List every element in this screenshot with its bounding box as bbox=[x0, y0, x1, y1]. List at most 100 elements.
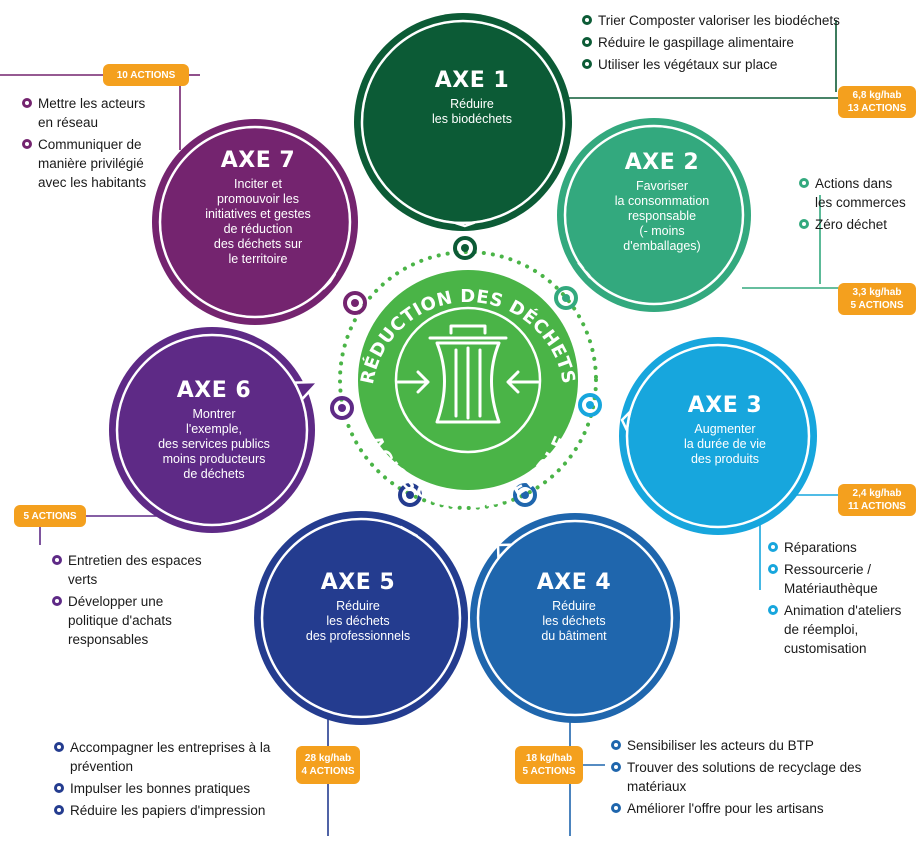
axe7-ring-dot bbox=[351, 299, 359, 307]
action-text: Développer une politique d'achats respon… bbox=[68, 594, 172, 647]
axe5-subtitle-line: Réduire bbox=[336, 599, 380, 613]
action-text: Mettre les acteurs en réseau bbox=[38, 96, 146, 130]
axe3-action-list: Réparations Ressourcerie / Matériauthèqu… bbox=[768, 538, 913, 661]
axe4-subtitle-line: les déchets bbox=[542, 614, 606, 628]
action-text: Réduire les papiers d'impression bbox=[70, 803, 266, 818]
svg-text:AGISSONS ENSEMBLE: AGISSONS ENSEMBLE bbox=[364, 433, 572, 513]
bullet-icon bbox=[52, 596, 62, 606]
axe3-subtitle-line: la durée de vie bbox=[683, 437, 766, 451]
axe2-inner-fill bbox=[566, 127, 742, 303]
trash-bin-compress-icon bbox=[396, 324, 540, 424]
bullet-icon bbox=[582, 37, 592, 47]
list-item: Zéro déchet bbox=[799, 215, 911, 234]
axe5-action-list: Accompagner les entreprises à la prévent… bbox=[54, 738, 316, 823]
bullet-icon bbox=[52, 555, 62, 565]
axe5-subtitle-line: des professionnels bbox=[305, 629, 411, 643]
badge-weight: 2,4 kg/hab bbox=[852, 488, 902, 499]
bullet-icon bbox=[611, 740, 621, 750]
action-text: Améliorer l'offre pour les artisans bbox=[627, 801, 824, 816]
axe1-bubble bbox=[354, 13, 572, 231]
axe6-ring-outer bbox=[330, 396, 354, 420]
list-item: Entretien des espaces verts bbox=[52, 551, 217, 589]
bullet-icon bbox=[582, 15, 592, 25]
badge-weight: 28 kg/hab bbox=[304, 753, 352, 764]
axe3-inner-fill bbox=[628, 346, 808, 526]
axe2-subtitle-line: Favoriser bbox=[635, 179, 689, 193]
axe6-bubble bbox=[109, 327, 320, 533]
axe7-ring bbox=[343, 291, 367, 315]
bullet-icon bbox=[22, 98, 32, 108]
axe6-badge: 5 ACTIONS bbox=[14, 505, 86, 527]
badge-count: 5 ACTIONS bbox=[23, 510, 77, 522]
axe4-ring-dot bbox=[521, 491, 529, 499]
axe7-badge: 10 ACTIONS bbox=[103, 64, 189, 86]
axe2-subtitle-line: la consommation bbox=[614, 194, 710, 208]
axe7-ring-outer bbox=[343, 291, 367, 315]
action-text: Entretien des espaces verts bbox=[68, 553, 202, 587]
axe3-bubble bbox=[619, 337, 817, 535]
axe2-subtitle-line: responsable bbox=[627, 209, 697, 223]
action-text: Accompagner les entreprises à la prévent… bbox=[70, 740, 271, 774]
badge-weight: 3,3 kg/hab bbox=[852, 287, 902, 298]
list-item: Réduire les papiers d'impression bbox=[54, 801, 316, 820]
axe4-ring bbox=[513, 483, 537, 507]
axe5-title: AXE 5 bbox=[320, 570, 396, 595]
axe7-inner-ring bbox=[158, 125, 352, 319]
axe4-ring-outer bbox=[513, 483, 537, 507]
axe4-speech-tail bbox=[496, 543, 513, 560]
axe4-inner-ring bbox=[476, 519, 674, 717]
list-item: Trouver des solutions de recyclage des m… bbox=[611, 758, 911, 796]
axe4-inner-fill bbox=[479, 522, 671, 714]
axe1-inner-fill bbox=[363, 22, 563, 222]
axe6-subtitle-line: de déchets bbox=[183, 467, 245, 481]
list-item: Réduire le gaspillage alimentaire bbox=[582, 33, 902, 52]
list-item: Actions dans les commerces bbox=[799, 174, 911, 212]
axe4-title: AXE 4 bbox=[536, 570, 612, 595]
action-text: Actions dans les commerces bbox=[815, 176, 906, 210]
axe7-action-list: Mettre les acteurs en réseau Communiquer… bbox=[22, 94, 157, 195]
axe6-ring bbox=[330, 396, 354, 420]
list-item: Améliorer l'offre pour les artisans bbox=[611, 799, 911, 818]
axe1-action-list: Trier Composter valoriser les biodéchets… bbox=[582, 11, 902, 77]
axe2-subtitle-line: d'emballages) bbox=[623, 239, 701, 253]
axe7-subtitle-line: de réduction bbox=[223, 222, 293, 236]
bullet-icon bbox=[799, 178, 809, 188]
axe3-subtitle-line: des produits bbox=[690, 452, 760, 466]
axe2-inner-ring bbox=[563, 124, 745, 306]
badge-weight: 18 kg/hab bbox=[525, 753, 573, 764]
bullet-icon bbox=[54, 783, 64, 793]
axe4-subtitle-line: Réduire bbox=[552, 599, 596, 613]
list-item: Impulser les bonnes pratiques bbox=[54, 779, 316, 798]
action-text: Communiquer de manière privilégié avec l… bbox=[38, 137, 147, 190]
bullet-icon bbox=[768, 564, 778, 574]
axe7-subtitle-line: des déchets sur bbox=[213, 237, 303, 251]
axe6-ring-dot bbox=[338, 404, 346, 412]
bullet-icon bbox=[768, 605, 778, 615]
axe5-subtitle-line: les déchets bbox=[326, 614, 390, 628]
axe5-speech-tail bbox=[399, 525, 419, 537]
axe3-speech-tail bbox=[620, 410, 631, 432]
bullet-icon bbox=[54, 805, 64, 815]
action-text: Réparations bbox=[784, 540, 857, 555]
axe1-subtitle-line: les biodéchets bbox=[432, 112, 512, 126]
axe7-subtitle-line: Inciter et bbox=[234, 177, 282, 191]
axe1-speech-tail bbox=[454, 221, 476, 228]
badge-count: 11 ACTIONS bbox=[848, 501, 906, 512]
badge-weight: 6,8 kg/hab bbox=[852, 90, 902, 101]
center-dotted-ring bbox=[338, 250, 598, 510]
axe3-ring bbox=[578, 393, 602, 417]
axe2-action-list: Actions dans les commerces Zéro déchet bbox=[799, 174, 911, 237]
